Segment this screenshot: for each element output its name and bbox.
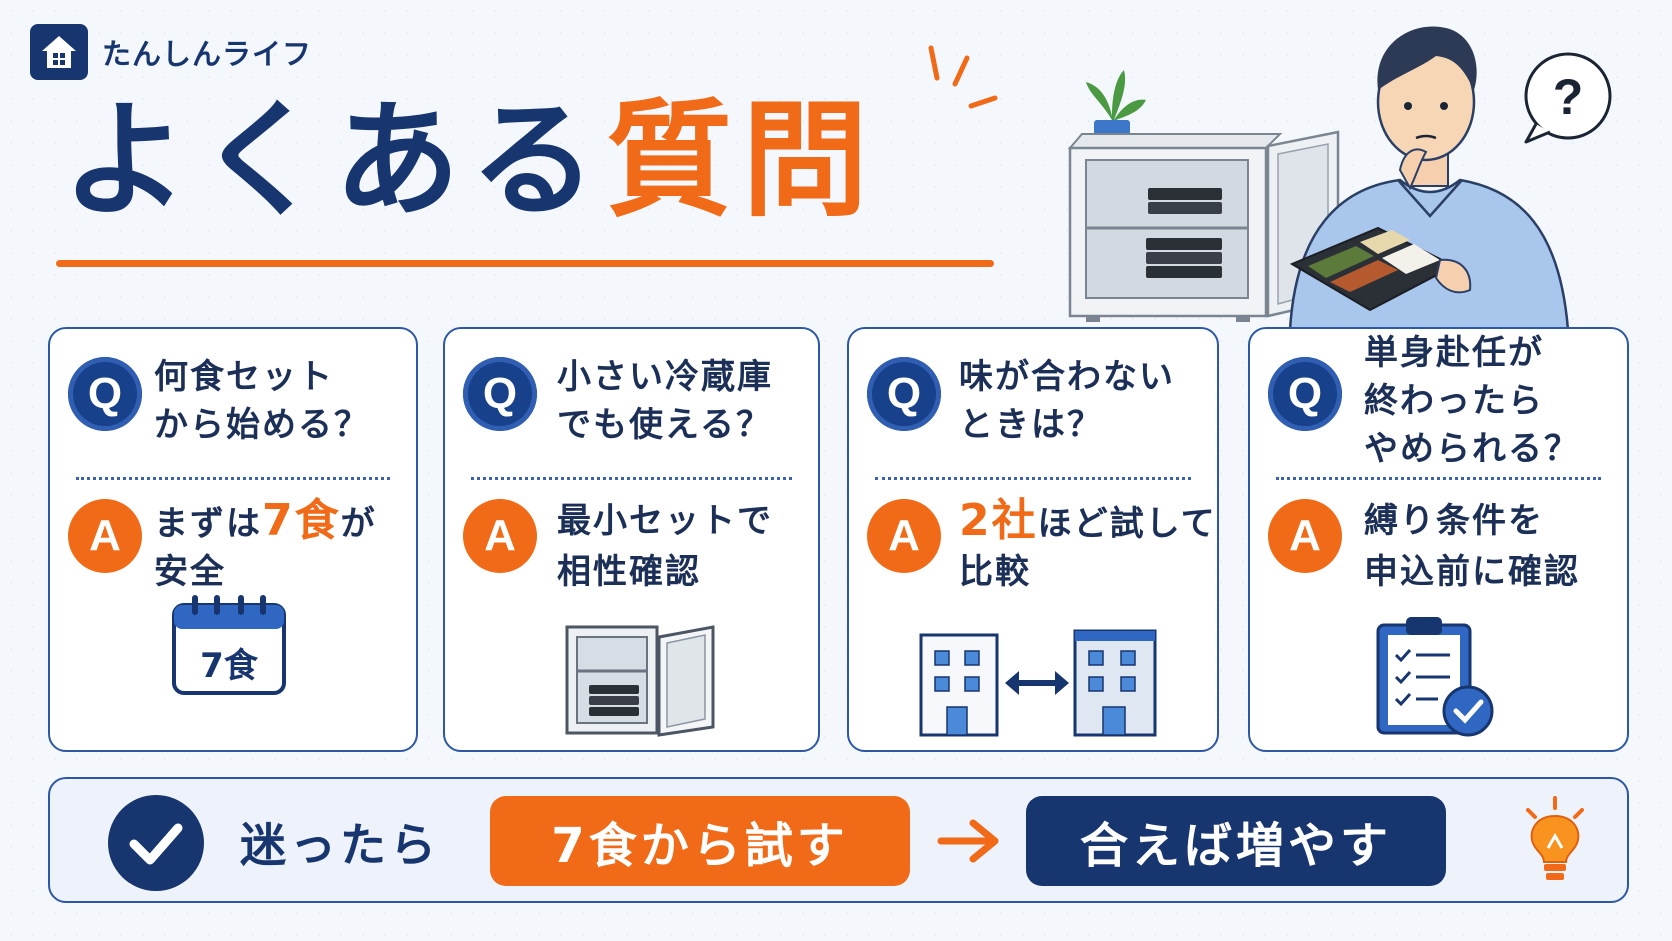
faq-card-4[interactable]: Q 単身赴任が 終わったら やめられる？ A 縛り条件を 申込前に確認 xyxy=(1248,327,1629,752)
title-part-1: よくある xyxy=(62,87,606,234)
card-divider xyxy=(875,477,1191,480)
svg-text:?: ? xyxy=(1553,69,1584,125)
arrow-right-icon xyxy=(937,819,999,863)
title-part-2: 質問 xyxy=(606,87,878,234)
answer-highlight: 7食 xyxy=(262,495,341,546)
a-badge: A xyxy=(463,499,537,573)
faq-question: 何食セット から始める？ xyxy=(154,357,370,445)
emphasis-sparks-icon xyxy=(928,45,998,109)
double-arrow-icon xyxy=(1005,671,1069,695)
faq-card-2[interactable]: Q 小さい冷蔵庫 でも使える？ A 最小セットで 相性確認 xyxy=(443,327,820,752)
title-underline xyxy=(56,260,994,267)
plant-icon xyxy=(1086,70,1146,144)
card-divider xyxy=(471,477,792,480)
calendar-icon: 7食 xyxy=(172,595,286,695)
faq-question: 小さい冷蔵庫 でも使える？ xyxy=(557,357,773,445)
card-divider xyxy=(76,477,390,480)
faq-card-3[interactable]: Q 味が合わない ときは？ A 2社ほど試して 比較 xyxy=(847,327,1219,752)
checklist-icon xyxy=(1376,617,1494,737)
step1-button[interactable]: 7食から試す xyxy=(490,796,910,886)
step2-button[interactable]: 合えば増やす xyxy=(1026,796,1446,886)
faq-answer: まずは7食が 安全 xyxy=(154,495,377,593)
faq-card-1[interactable]: Q 何食セット から始める？ A まずは7食が 安全 7食 xyxy=(48,327,418,752)
faq-question: 味が合わない ときは？ xyxy=(959,357,1175,445)
a-badge: A xyxy=(68,499,142,573)
hero-illustration: ? xyxy=(1067,26,1612,330)
a-badge: A xyxy=(867,499,941,573)
q-badge: Q xyxy=(68,357,142,431)
summary-lead: 迷ったら xyxy=(240,818,440,872)
svg-text:7食: 7食 xyxy=(200,646,259,686)
answer-highlight: 2社 xyxy=(959,495,1038,546)
faq-question: 単身赴任が 終わったら やめられる？ xyxy=(1364,333,1580,469)
mini-fridge-icon xyxy=(565,625,715,737)
faq-answer: 2社ほど試して 比較 xyxy=(959,495,1217,593)
faq-answer: 縛り条件を 申込前に確認 xyxy=(1364,501,1580,592)
person-icon xyxy=(1288,26,1570,330)
brand-logo[interactable]: たんしんライフ xyxy=(30,24,312,80)
question-bubble-icon: ? xyxy=(1524,52,1612,144)
fridge-icon xyxy=(1067,130,1340,322)
house-icon xyxy=(30,24,88,80)
brand-name: たんしんライフ xyxy=(102,37,313,71)
summary-bar: 迷ったら 7食から試す 合えば増やす xyxy=(48,777,1629,903)
check-icon xyxy=(108,795,204,891)
a-badge: A xyxy=(1268,499,1342,573)
q-badge: Q xyxy=(463,357,537,431)
page-title: よくある質問 xyxy=(62,98,878,224)
compare-buildings-icon xyxy=(919,629,1157,737)
q-badge: Q xyxy=(867,357,941,431)
q-badge: Q xyxy=(1268,357,1342,431)
faq-answer: 最小セットで 相性確認 xyxy=(557,501,773,592)
card-divider xyxy=(1276,477,1601,480)
lightbulb-icon xyxy=(1526,796,1584,880)
